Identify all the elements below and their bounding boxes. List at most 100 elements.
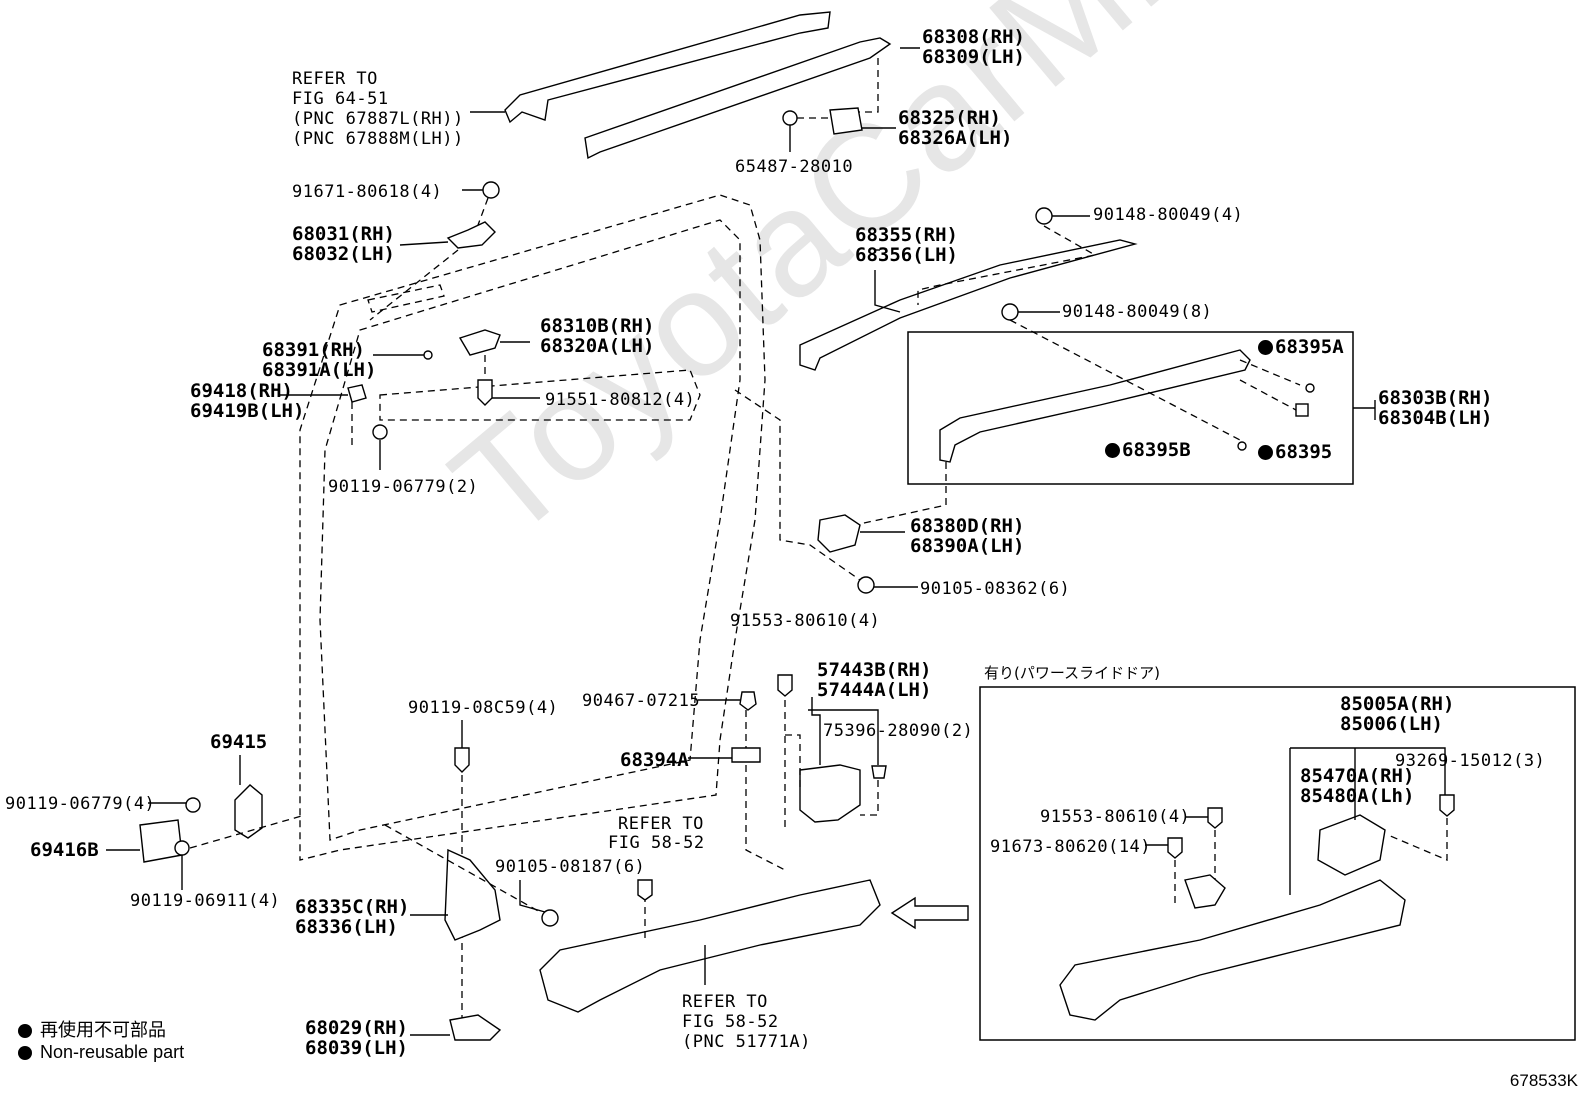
hinge-68029 (449, 1014, 502, 1041)
label-68395a: 68395A (1258, 337, 1344, 357)
label-68391a: 68391A(LH) (262, 359, 377, 381)
ref-note-1-line3: (PNC 67887L(RH)) (292, 109, 464, 129)
label-69415: 69415 (210, 731, 268, 753)
legend-en: Non-reusable part (18, 1042, 184, 1063)
non-reusable-dot (1258, 445, 1273, 460)
legend-jp: 再使用不可部品 (18, 1016, 166, 1042)
bolt-93269 (1439, 794, 1455, 817)
label-68336: 68336(LH) (295, 916, 398, 938)
motor-85470a (1317, 814, 1386, 876)
diagram-code: 678533K (1509, 1071, 1578, 1090)
label-57443b: 57443B(RH) (817, 659, 932, 681)
label-68031: 68031(RH) (292, 223, 395, 245)
plate-69416b (139, 819, 183, 863)
clip-90467 (739, 691, 757, 711)
label-91553-b: 91553-80610(4) (1040, 807, 1191, 827)
label-69416b: 69416B (30, 839, 99, 861)
ref-note-1-line1: REFER TO (292, 69, 378, 89)
label-68304b: 68304B(LH) (1378, 407, 1493, 429)
label-90119-06911: 90119-06911(4) (130, 891, 281, 911)
label-68325: 68325(RH) (898, 107, 1001, 129)
door-frame-outer (299, 194, 766, 861)
upper-rail-68308 (584, 37, 892, 160)
clip-65487 (782, 110, 798, 126)
non-reusable-dot (1105, 443, 1120, 458)
label-69419b: 69419B(LH) (190, 400, 305, 422)
rail-68303b (939, 349, 1251, 463)
bolt-91553-b (1207, 807, 1223, 829)
label-68039: 68039(LH) (305, 1037, 408, 1059)
arrow-to-inset (890, 896, 969, 930)
label-90467: 90467-07215 (582, 691, 701, 711)
clip-68395b (1237, 441, 1247, 451)
label-90148-b: 90148-80049(8) (1062, 302, 1213, 322)
inset-scuff-plate (1059, 879, 1406, 1021)
door-frame-inner (319, 219, 741, 841)
label-85480a: 85480A(Lh) (1300, 785, 1415, 807)
label-85006: 85006(LH) (1340, 713, 1443, 735)
label-91553-a: 91553-80610(4) (730, 611, 881, 631)
label-68032: 68032(LH) (292, 243, 395, 265)
label-68394a: 68394A (620, 749, 689, 771)
label-75396: 75396-28090(2) (823, 721, 974, 741)
bolt-90119-06779 (372, 424, 388, 440)
label-68380d: 68380D(RH) (910, 515, 1025, 537)
label-85470a: 85470A(RH) (1300, 765, 1415, 787)
bolt-91673 (1167, 837, 1183, 859)
ref-note-2-line1: REFER TO (618, 814, 704, 834)
ref-note-3-line1: REFER TO (682, 992, 768, 1012)
label-68391: 68391(RH) (262, 339, 365, 361)
bracket-68031 (446, 221, 496, 249)
bolt-90119-08c59 (637, 879, 653, 901)
inset-title: 有り(パワースライドドア) (984, 664, 1160, 682)
label-68390a: 68390A(LH) (910, 535, 1025, 557)
bolt-90119-06779-b (185, 797, 201, 813)
label-90119-06779-4: 90119-06779(4) (5, 794, 156, 814)
label-69418: 69418(RH) (190, 380, 293, 402)
dash-68308-68325 (852, 58, 879, 113)
label-85005a: 85005A(RH) (1340, 693, 1455, 715)
rail-68355 (799, 239, 1138, 371)
plate-69415 (234, 784, 263, 839)
label-90119-06779-2: 90119-06779(2) (328, 477, 479, 497)
ref-note-1-line2: FIG 64-51 (292, 89, 389, 109)
bolt-90105-08362 (857, 576, 875, 594)
label-68356: 68356(LH) (855, 244, 958, 266)
label-68395b: 68395B (1105, 440, 1191, 460)
bolt-91671 (482, 181, 500, 199)
clip-69418 (347, 384, 367, 403)
inset-box (979, 686, 1576, 1041)
label-90119-08c59: 90119-08C59(4) (408, 698, 559, 718)
bracket-68380d (817, 514, 861, 553)
clip-68395 (1295, 403, 1309, 417)
ref-note-3-line2: FIG 58-52 (682, 1012, 779, 1032)
legend-dot-icon (18, 1046, 32, 1060)
label-68310b: 68310B(RH) (540, 315, 655, 337)
upper-rail-refer (504, 11, 831, 124)
label-91671: 91671-80618(4) (292, 182, 443, 202)
label-65487: 65487-28010 (735, 157, 854, 177)
label-68326a: 68326A(LH) (898, 127, 1013, 149)
bracket-68325 (829, 107, 863, 135)
bracket-57443b (799, 764, 861, 823)
clip-75396 (871, 765, 887, 779)
label-68335c: 68335C(RH) (295, 896, 410, 918)
label-90105-08362: 90105-08362(6) (920, 579, 1071, 599)
bracket-inset (1184, 874, 1226, 909)
label-91673: 91673-80620(14) (990, 837, 1152, 857)
bolt-90148-a (1035, 207, 1053, 225)
label-68308: 68308(RH) (922, 26, 1025, 48)
bolt-90119-08c59-b (454, 747, 470, 773)
bolt-91551 (477, 379, 493, 406)
label-68303b: 68303B(RH) (1378, 387, 1493, 409)
ref-note-3-line3: (PNC 51771A) (682, 1032, 811, 1052)
non-reusable-dot (1258, 340, 1273, 355)
pad-68394a (731, 747, 761, 763)
ref-note-1-line4: (PNC 67888M(LH)) (292, 129, 464, 149)
bolt-90148-b (1001, 303, 1019, 321)
label-68029: 68029(RH) (305, 1017, 408, 1039)
bolt-90119-06911 (174, 840, 190, 856)
legend-dot-icon (18, 1024, 32, 1038)
